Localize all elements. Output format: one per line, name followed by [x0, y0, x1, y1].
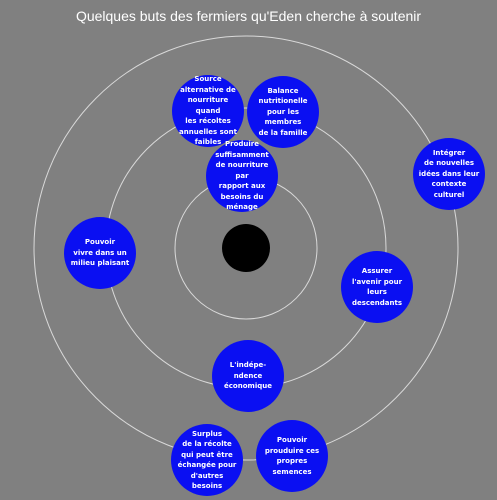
goal-independence-economique-label: L'indépe- ndence économique: [224, 361, 272, 391]
goal-assurer-avenir: Assurer l'avenir pour leurs descendants: [341, 251, 413, 323]
goal-produire-suffisamment: Produire suffisamment de nourriture par …: [206, 140, 278, 212]
goal-integrer-idees-label: Intégrer de nouvelles idées dans leur co…: [418, 148, 480, 199]
goal-integrer-idees: Intégrer de nouvelles idées dans leur co…: [413, 138, 485, 210]
goal-propres-semences-label: Pouvoir prouduire ces propres semences: [264, 436, 320, 476]
goal-propres-semences: Pouvoir prouduire ces propres semences: [256, 420, 328, 492]
goal-surplus-recolte: Surplus de la récolte qui peut être écha…: [171, 424, 243, 496]
goal-balance-nutritionelle-label: Balance nutritionelle pour les membres d…: [258, 86, 308, 137]
goal-assurer-avenir-label: Assurer l'avenir pour leurs descendants: [351, 267, 403, 307]
goal-surplus-recolte-label: Surplus de la récolte qui peut être écha…: [177, 429, 237, 491]
goal-produire-suffisamment-label: Produire suffisamment de nourriture par …: [215, 140, 269, 212]
goal-independence-economique: L'indépe- ndence économique: [212, 340, 284, 412]
goal-source-alternative: Source alternative de nourriture quand l…: [172, 75, 244, 147]
diagram-title: Quelques buts des fermiers qu'Eden cherc…: [75, 8, 422, 24]
goal-balance-nutritionelle: Balance nutritionelle pour les membres d…: [247, 76, 319, 148]
center-dot: [222, 224, 270, 272]
outer-ring: [33, 35, 459, 461]
goal-pouvoir-vivre-label: Pouvoir vivre dans un milieu plaisant: [70, 238, 130, 268]
goal-source-alternative-label: Source alternative de nourriture quand l…: [179, 75, 237, 147]
goal-pouvoir-vivre: Pouvoir vivre dans un milieu plaisant: [64, 217, 136, 289]
